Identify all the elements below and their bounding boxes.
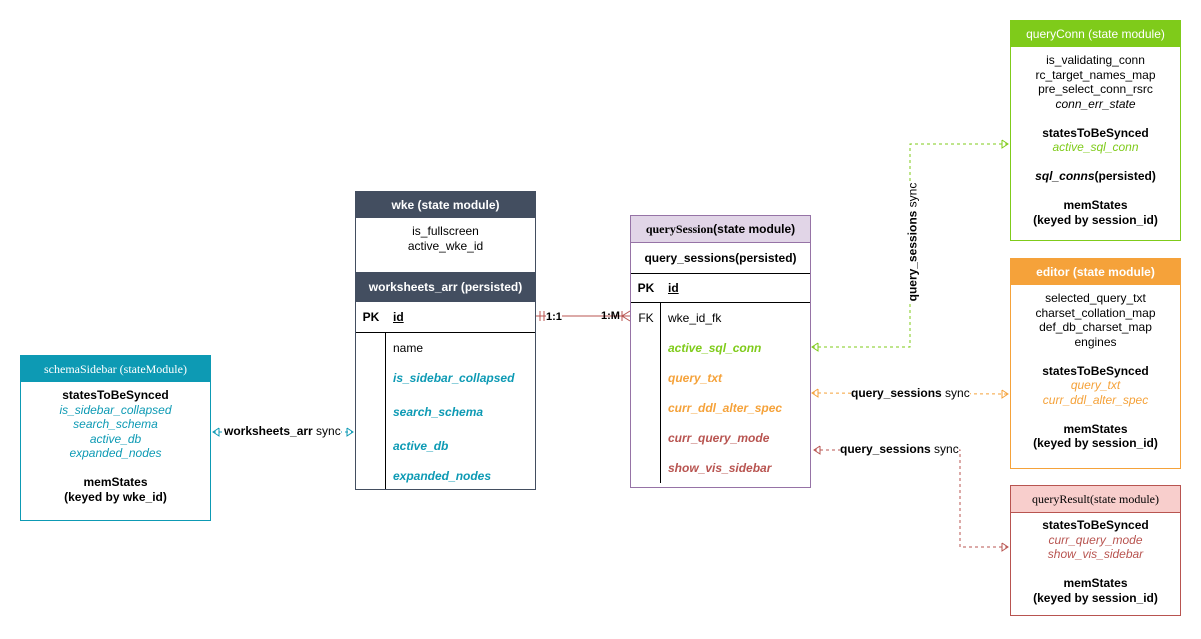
editor-title: editor (state module) bbox=[1011, 259, 1180, 285]
pk-field: id bbox=[393, 310, 404, 324]
schema-sidebar-module: schemaSidebar (stateModule) statesToBeSy… bbox=[20, 355, 211, 521]
result-synced-heading: statesToBeSynced bbox=[1042, 518, 1149, 532]
query-sessions-subtitle: query_sessions(persisted) bbox=[631, 243, 810, 274]
result-sync-label-rest: sync bbox=[930, 442, 959, 456]
wke-pk-row: PK id bbox=[356, 302, 535, 333]
sidebar-synced-field: expanded_nodes bbox=[69, 446, 162, 460]
fk-field: wke_id_fk bbox=[668, 311, 722, 325]
session-fk-row: FK wke_id_fk bbox=[631, 303, 810, 333]
query-session-title-name: querySession bbox=[645, 221, 714, 236]
wke-column-divider bbox=[385, 333, 386, 489]
session-pk-row: PK id bbox=[631, 273, 810, 303]
query-session-title-suffix: (state module) bbox=[713, 222, 796, 236]
wke-title: wke (state module) bbox=[356, 192, 535, 218]
conn-field: pre_select_conn_rsrc bbox=[1038, 82, 1153, 96]
wke-row-field: expanded_nodes bbox=[393, 469, 492, 483]
result-synced-field: curr_query_mode bbox=[1048, 532, 1143, 547]
editor-sync-label-bold: query_sessions bbox=[851, 386, 942, 400]
conn-field: rc_target_names_map bbox=[1035, 67, 1156, 82]
session-row-field: query_txt bbox=[668, 371, 723, 385]
session-row-field: active_sql_conn bbox=[668, 341, 762, 355]
session-row-field: show_vis_sidebar bbox=[668, 461, 772, 475]
editor-field: def_db_charset_map bbox=[1039, 320, 1152, 334]
editor-sync-label-rest: sync bbox=[941, 386, 970, 400]
editor-synced-field: curr_ddl_alter_spec bbox=[1042, 392, 1149, 407]
table-row: query_txt bbox=[631, 363, 810, 393]
schema-sidebar-title: schemaSidebar (stateModule) bbox=[21, 356, 210, 382]
table-row: is_sidebar_collapsed bbox=[356, 363, 535, 393]
conn-field: is_validating_conn bbox=[1046, 53, 1145, 67]
conn-synced-field: active_sql_conn bbox=[1052, 140, 1139, 154]
sidebar-synced-field: search_schema bbox=[73, 417, 158, 431]
session-column-divider bbox=[660, 303, 661, 483]
query-result-title-name: queryResult bbox=[1032, 491, 1090, 506]
editor-field: engines bbox=[1074, 334, 1117, 349]
editor-sync-label: query_sessions sync bbox=[851, 386, 970, 400]
worksheets-sync-label: worksheets_arr sync bbox=[224, 424, 341, 438]
result-sync-edge bbox=[813, 445, 1009, 552]
wke-row-field: name bbox=[393, 341, 424, 355]
wke-row-field: is_sidebar_collapsed bbox=[393, 371, 515, 385]
conn-persisted-name: sql_conns bbox=[1035, 169, 1095, 183]
query-conn-module: queryConn (state module) is_validating_c… bbox=[1010, 20, 1181, 241]
result-mem-heading: memStates bbox=[1063, 576, 1128, 590]
conn-mem-heading: memStates bbox=[1063, 198, 1128, 212]
fk-label: FK bbox=[638, 311, 654, 325]
table-row: curr_query_mode bbox=[631, 423, 810, 453]
conn-field: conn_err_state bbox=[1055, 96, 1136, 111]
wke-field: is_fullscreen bbox=[412, 224, 479, 238]
pk-label: PK bbox=[637, 280, 655, 295]
conn-sync-label-rest: sync bbox=[905, 182, 920, 211]
editor-mem-heading: memStates bbox=[1063, 421, 1128, 436]
pk-label: PK bbox=[362, 310, 380, 324]
query-result-title-suffix: (state module) bbox=[1090, 491, 1159, 506]
cardinality-right-label: 1:M bbox=[601, 310, 620, 322]
sidebar-synced-field: is_sidebar_collapsed bbox=[59, 402, 172, 417]
wke-row-field: search_schema bbox=[393, 405, 484, 419]
conn-synced-heading: statesToBeSynced bbox=[1042, 125, 1149, 140]
worksheets-sync-label-bold: worksheets_arr bbox=[224, 424, 313, 438]
cardinality-left-label: 1:1 bbox=[546, 310, 562, 324]
table-row: active_db bbox=[356, 431, 535, 461]
editor-field: charset_collation_map bbox=[1035, 305, 1156, 320]
result-synced-field: show_vis_sidebar bbox=[1047, 547, 1144, 561]
conn-mem-keyed: (keyed by session_id) bbox=[1033, 212, 1158, 227]
session-row-field: curr_query_mode bbox=[668, 431, 770, 445]
table-row: expanded_nodes bbox=[356, 461, 535, 491]
wke-row-field: active_db bbox=[393, 439, 449, 453]
conn-persisted-suffix: (persisted) bbox=[1094, 169, 1156, 183]
editor-field: selected_query_txt bbox=[1045, 291, 1146, 305]
query-session-title: querySession (state module) bbox=[631, 216, 810, 243]
sidebar-synced-heading: statesToBeSynced bbox=[62, 388, 169, 402]
result-sync-label: query_sessions sync bbox=[840, 442, 959, 456]
editor-synced-heading: statesToBeSynced bbox=[1042, 363, 1149, 378]
sidebar-synced-field: active_db bbox=[89, 431, 142, 446]
worksheets-table-title: worksheets_arr (persisted) bbox=[356, 272, 535, 302]
query-session-module: querySession (state module) query_sessio… bbox=[630, 215, 811, 488]
editor-synced-field: query_txt bbox=[1070, 378, 1121, 392]
table-row: show_vis_sidebar bbox=[631, 453, 810, 483]
table-row: curr_ddl_alter_spec bbox=[631, 393, 810, 423]
pk-field: id bbox=[668, 280, 679, 295]
query-result-module: queryResult (state module) statesToBeSyn… bbox=[1010, 485, 1181, 616]
wke-field: active_wke_id bbox=[407, 238, 484, 253]
editor-mem-keyed: (keyed by session_id) bbox=[1033, 436, 1158, 450]
table-row: name bbox=[356, 333, 535, 363]
sidebar-mem-keyed: (keyed by wke_id) bbox=[64, 489, 167, 504]
result-sync-label-bold: query_sessions bbox=[840, 442, 931, 456]
result-mem-keyed: (keyed by session_id) bbox=[1033, 590, 1158, 605]
table-row: search_schema bbox=[356, 397, 535, 427]
query-conn-title: queryConn (state module) bbox=[1011, 21, 1180, 47]
table-row: active_sql_conn bbox=[631, 333, 810, 363]
conn-sync-label: query_sessions sync bbox=[905, 182, 920, 302]
session-row-field: curr_ddl_alter_spec bbox=[668, 401, 783, 415]
wke-module: wke (state module) is_fullscreen active_… bbox=[355, 191, 536, 490]
conn-sync-label-bold: query_sessions bbox=[905, 210, 920, 302]
sidebar-mem-heading: memStates bbox=[83, 475, 148, 489]
worksheets-sync-label-rest: sync bbox=[312, 424, 341, 438]
editor-module: editor (state module) selected_query_txt… bbox=[1010, 258, 1181, 469]
query-result-title: queryResult (state module) bbox=[1011, 486, 1180, 513]
